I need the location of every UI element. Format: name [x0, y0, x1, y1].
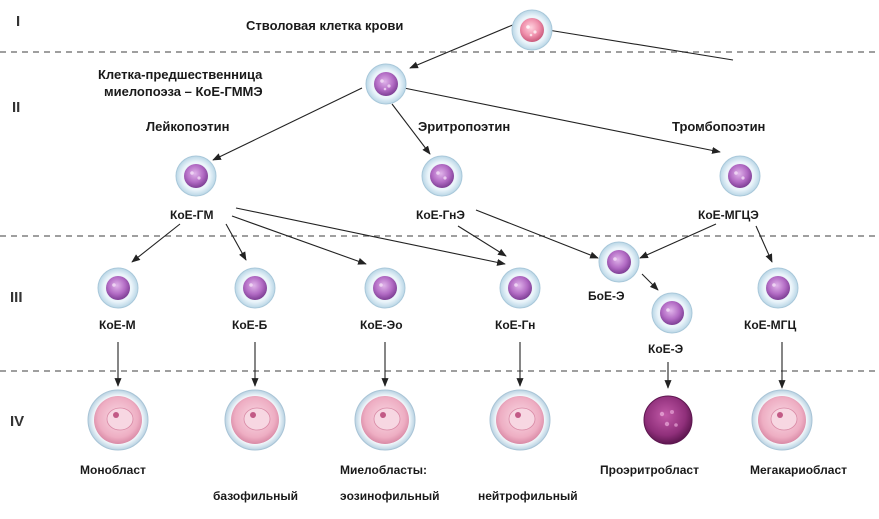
- arrow-gne-to-gn: [457, 225, 507, 257]
- cell-koe-b: [234, 267, 276, 309]
- cell-monoblast: [87, 389, 149, 451]
- lineage-arrows: [114, 23, 786, 389]
- level-label-3: III: [10, 289, 23, 306]
- neutrophil-label: нейтрофильный: [478, 489, 578, 503]
- koe-e-label: КоЕ-Э: [648, 342, 684, 356]
- koe-gm-label: КоЕ-ГМ: [170, 208, 213, 222]
- cell-boe-e: [598, 241, 640, 283]
- cell-koe-e: [651, 292, 693, 334]
- cell-eosinophil-blast: [354, 389, 416, 451]
- factor-leukopoietin: Лейкопоэтин: [146, 119, 229, 134]
- line-stem-to-lymphoid: [547, 29, 734, 61]
- basophil-label: базофильный: [213, 489, 298, 503]
- level-label-2: II: [12, 99, 20, 116]
- koe-m-label: КоЕ-М: [99, 318, 136, 332]
- koe-b-label: КоЕ-Б: [232, 318, 268, 332]
- koe-gn-label: КоЕ-Гн: [495, 318, 535, 332]
- cell-basophil-blast: [224, 389, 286, 451]
- cell-koe-gm: [175, 155, 217, 197]
- factor-erythropoietin: Эритропоэтин: [418, 119, 510, 134]
- koe-gne-label: КоЕ-ГнЭ: [416, 208, 465, 222]
- cell-koe-m: [97, 267, 139, 309]
- cell-koe-gn: [499, 267, 541, 309]
- koe-mgce-label: КоЕ-МГЦЭ: [698, 208, 759, 222]
- monoblast-label: Монобласт: [80, 463, 146, 477]
- cell-proerythroblast: [643, 395, 693, 445]
- cell-koe-eo: [364, 267, 406, 309]
- arrow-mgce-to-mgc: [755, 225, 773, 263]
- progenitor-cell: [365, 63, 407, 105]
- level-label-4: IV: [10, 413, 24, 430]
- arrow-stem-to-progenitor: [409, 23, 516, 69]
- arrow-gm-to-gn: [235, 207, 506, 266]
- arrow-progenitor-to-mgce: [403, 87, 721, 154]
- cell-koe-mgc: [757, 267, 799, 309]
- arrow-gm-to-m: [131, 223, 181, 263]
- cell-koe-mgce: [719, 155, 761, 197]
- stem-cell: [511, 9, 553, 51]
- koe-mgc-label: КоЕ-МГЦ: [744, 318, 796, 332]
- arrow-gne-to-boe: [475, 209, 599, 259]
- progenitor-label-line2: миелопоэза – КоЕ-ГММЭ: [104, 84, 263, 99]
- arrow-gm-to-b: [225, 223, 247, 261]
- koe-eo-label: КоЕ-Эо: [360, 318, 403, 332]
- cell-koe-gne: [421, 155, 463, 197]
- level-dividers: [0, 51, 879, 372]
- stem-cell-label: Стволовая клетка крови: [246, 18, 403, 33]
- arrow-boe-to-e: [641, 273, 659, 291]
- progenitor-label-line1: Клетка-предшественница: [98, 67, 263, 82]
- boe-e-label: БоЕ-Э: [588, 289, 625, 303]
- cell-neutrophil-blast: [489, 389, 551, 451]
- cell-megakaryoblast: [751, 389, 813, 451]
- megakaryoblast-label: Мегакариобласт: [750, 463, 847, 477]
- eosinophil-label: эозинофильный: [340, 489, 439, 503]
- arrow-mgce-to-boe: [639, 223, 717, 259]
- myeloblasts-label: Миелобласты:: [340, 463, 427, 477]
- arrow-gm-to-eo: [231, 215, 367, 265]
- arrow-progenitor-to-gm: [212, 87, 363, 161]
- arrow-progenitor-to-gne: [391, 103, 431, 155]
- level-label-1: I: [16, 13, 20, 30]
- factor-thrombopoietin: Тромбопоэтин: [672, 119, 765, 134]
- proerythroblast-label: Проэритробласт: [600, 463, 699, 477]
